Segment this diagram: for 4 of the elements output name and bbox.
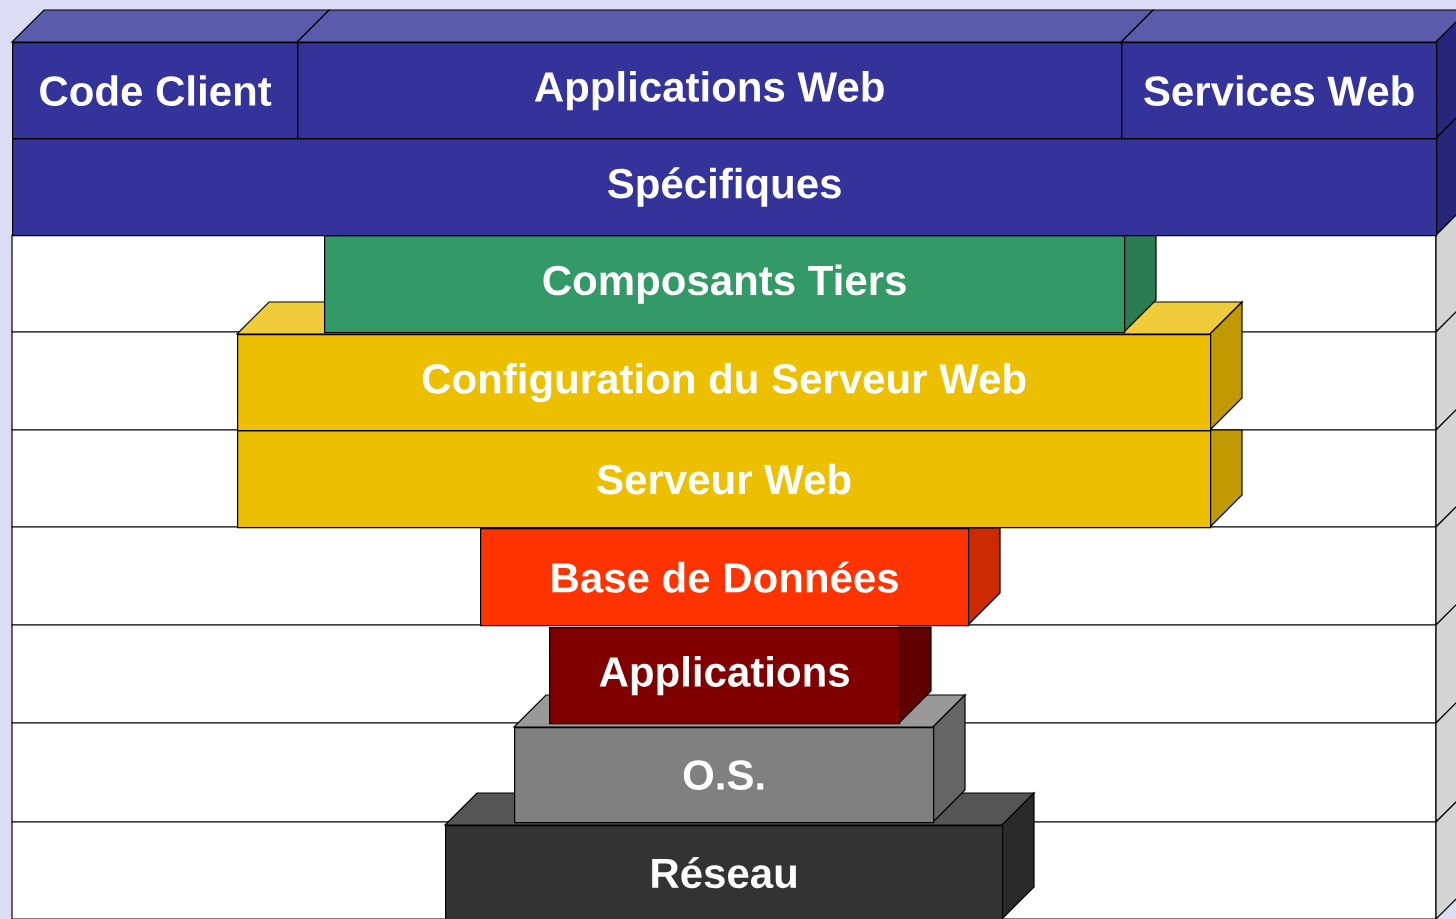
layer-box: Base de Données bbox=[480, 527, 1001, 627]
layer-box: Applications bbox=[549, 626, 932, 725]
layer-box: Serveur Web bbox=[237, 429, 1243, 529]
layer-box: Composants Tiers bbox=[324, 234, 1157, 334]
